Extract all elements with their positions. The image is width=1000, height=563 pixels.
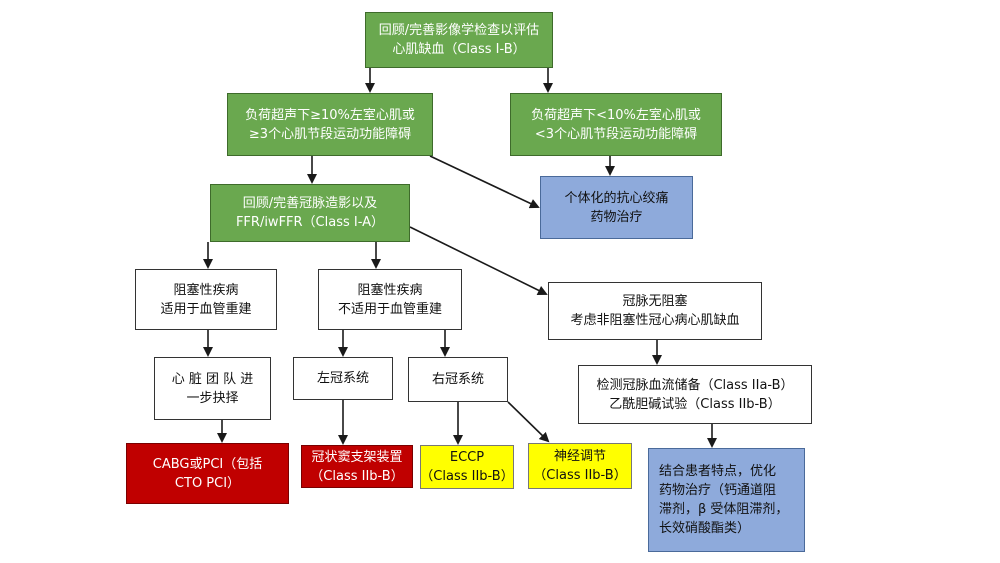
obstructive-unsuitable-box: 阻塞性疾病 不适用于血管重建	[318, 269, 462, 330]
stress-high-line2: ≥3个心肌节段运动功能障碍	[248, 126, 412, 142]
cfr-test-box: 检测冠脉血流储备（Class IIa-B） 乙酰胆碱试验（Class IIb-B…	[578, 365, 812, 424]
arrow-angio-to-no-obstruction	[409, 226, 548, 295]
stress-high-box: 负荷超声下≥10%左室心肌或 ≥3个心肌节段运动功能障碍	[227, 93, 433, 156]
stress-low-line1: 负荷超声下<10%左室心肌或	[531, 107, 701, 123]
tailored-therapy-box: 结合患者特点，优化 药物治疗（钙通道阻 滞剂，β 受体阻滞剂， 长效硝酸酯类）	[648, 448, 805, 552]
tailored-therapy-line4: 长效硝酸酯类）	[659, 521, 751, 536]
review-imaging-line2: 心肌缺血（Class I-B）	[392, 42, 526, 57]
left-coronary-box: 左冠系统	[293, 357, 393, 400]
individual-therapy-line2: 药物治疗	[590, 209, 643, 225]
stress-low-line2: <3个心肌节段运动功能障碍	[534, 126, 698, 142]
individual-therapy-box: 个体化的抗心绞痛 药物治疗	[540, 176, 693, 239]
left-coronary-line1: 左冠系统	[316, 371, 369, 386]
obstructive-unsuitable-line1: 阻塞性疾病	[357, 282, 423, 298]
review-angio-line2: FFR/iwFFR（Class I-A）	[235, 215, 385, 230]
no-obstruction-line1: 冠脉无阻塞	[622, 294, 688, 309]
obstructive-suitable-line1: 阻塞性疾病	[173, 282, 239, 298]
arrow-right-to-neuromodulation	[507, 401, 550, 443]
individual-therapy-line1: 个体化的抗心绞痛	[564, 190, 669, 206]
tailored-therapy-line1: 结合患者特点，优化	[659, 464, 777, 479]
review-imaging-line1: 回顾/完善影像学检查以评估	[378, 23, 540, 38]
tailored-therapy-line2: 药物治疗（钙通道阻	[659, 483, 777, 498]
cfr-test-line1: 检测冠脉血流储备（Class IIa-B）	[596, 377, 794, 393]
arrow-stress-high-to-therapy	[429, 155, 540, 209]
right-coronary-box: 右冠系统	[408, 357, 508, 402]
neuromodulation-line2: （Class IIb-B）	[533, 468, 627, 483]
cs-reducer-line2: （Class IIb-B）	[310, 468, 404, 484]
neuromodulation-box: 神经调节 （Class IIb-B）	[528, 443, 632, 489]
heart-team-line1: 心 脏 团 队 进	[171, 371, 254, 387]
cabg-pci-line2: CTO PCI）	[174, 475, 241, 491]
obstructive-unsuitable-line2: 不适用于血管重建	[337, 301, 442, 317]
cs-reducer-box: 冠状窦支架装置 （Class IIb-B）	[301, 445, 413, 488]
no-obstruction-line2: 考虑非阻塞性冠心病心肌缺血	[570, 313, 740, 328]
review-angio-box: 回顾/完善冠脉造影以及 FFR/iwFFR（Class I-A）	[210, 184, 410, 242]
tailored-therapy-line3: 滞剂，β 受体阻滞剂，	[659, 502, 789, 517]
cfr-test-line2: 乙酰胆碱试验（Class IIb-B）	[609, 396, 781, 412]
eccp-line1: ECCP	[449, 450, 485, 465]
cs-reducer-line1: 冠状窦支架装置	[311, 449, 403, 465]
obstructive-suitable-line2: 适用于血管重建	[160, 301, 252, 317]
cabg-pci-box: CABG或PCI（包括 CTO PCI）	[126, 443, 289, 504]
stress-high-line1: 负荷超声下≥10%左室心肌或	[245, 107, 415, 123]
right-coronary-line1: 右冠系统	[431, 372, 484, 387]
heart-team-box: 心 脏 团 队 进 一步抉择	[154, 357, 271, 420]
review-angio-line1: 回顾/完善冠脉造影以及	[242, 196, 378, 211]
eccp-line2: （Class IIb-B）	[420, 469, 514, 484]
obstructive-suitable-box: 阻塞性疾病 适用于血管重建	[135, 269, 277, 330]
eccp-box: ECCP （Class IIb-B）	[420, 445, 514, 489]
no-obstruction-box: 冠脉无阻塞 考虑非阻塞性冠心病心肌缺血	[548, 282, 762, 340]
stress-low-box: 负荷超声下<10%左室心肌或 <3个心肌节段运动功能障碍	[510, 93, 722, 156]
heart-team-line2: 一步抉择	[186, 390, 239, 406]
neuromodulation-line1: 神经调节	[553, 449, 606, 464]
review-imaging-box: 回顾/完善影像学检查以评估 心肌缺血（Class I-B）	[365, 12, 553, 68]
cabg-pci-line1: CABG或PCI（包括	[152, 456, 263, 472]
